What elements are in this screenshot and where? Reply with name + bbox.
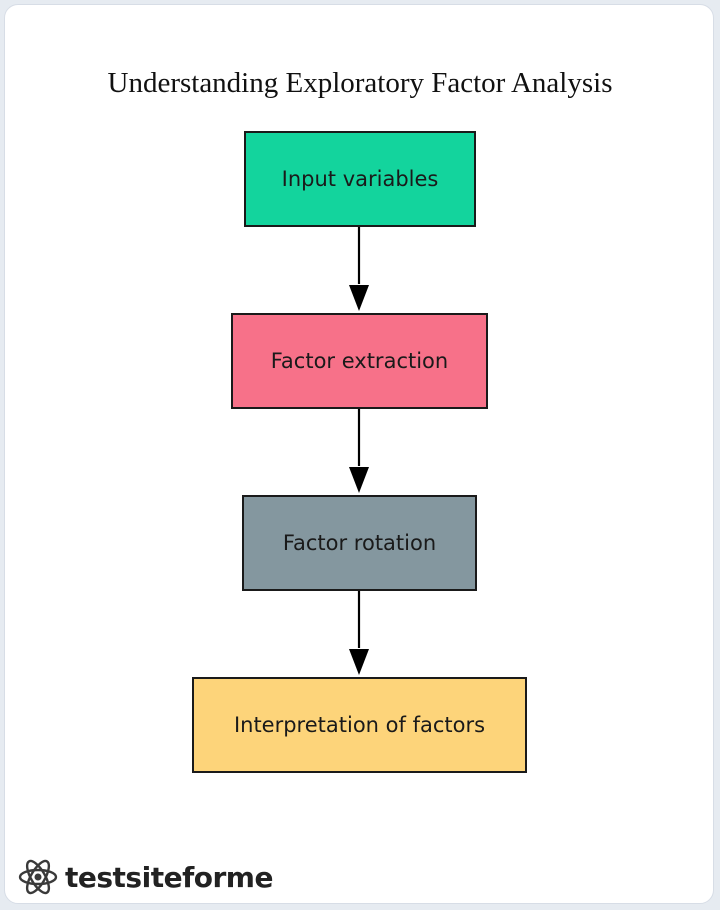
node-label: Factor rotation [282, 531, 437, 555]
node-factor-rotation: Factor rotation [242, 495, 477, 591]
node-label: Input variables [281, 167, 439, 191]
atom-icon [18, 859, 58, 895]
edge-1 [349, 227, 369, 311]
node-label: Interpretation of factors [233, 713, 486, 737]
node-interpretation-of-factors: Interpretation of factors [192, 677, 527, 773]
edge-2 [349, 409, 369, 493]
diagram-card: Understanding Exploratory Factor Analysi… [4, 4, 714, 904]
node-label: Factor extraction [270, 349, 449, 373]
brand-name: testsiteforme [65, 860, 273, 894]
node-input-variables: Input variables [244, 131, 476, 227]
diagram-title: Understanding Exploratory Factor Analysi… [107, 67, 613, 99]
brand-logo: testsiteforme [17, 853, 273, 901]
edge-3 [349, 591, 369, 675]
node-factor-extraction: Factor extraction [231, 313, 488, 409]
